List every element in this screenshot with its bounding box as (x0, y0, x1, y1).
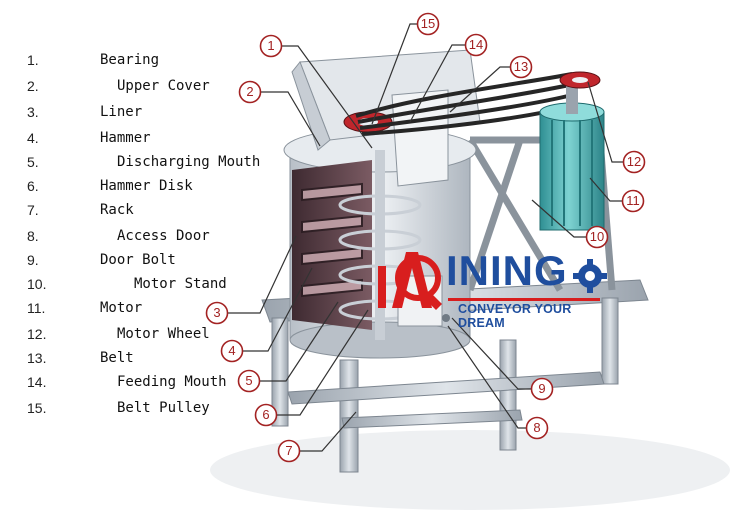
legend-number: 10. (27, 276, 47, 292)
callout-7: 7 (277, 439, 301, 463)
door-bolt (442, 314, 450, 322)
legend-number: 6. (27, 178, 39, 194)
legend-label: Door Bolt (100, 252, 176, 268)
legend-number: 9. (27, 252, 39, 268)
legend-label: Hammer Disk (100, 178, 193, 194)
legend-label: Motor (100, 300, 143, 316)
callout-ring-icon (416, 12, 440, 36)
callout-8: 8 (525, 416, 549, 440)
callout-number: 5 (245, 373, 253, 388)
callout-6: 6 (254, 403, 278, 427)
legend-label: Feeding Mouth (117, 374, 227, 390)
callout-9: 9 (530, 377, 554, 401)
callout-number: 7 (285, 443, 293, 458)
motor (539, 84, 605, 231)
legend-number: 4. (27, 130, 39, 146)
brand-wordmark: INING (446, 247, 568, 294)
callout-ring-icon (277, 439, 301, 463)
legend-label: Belt Pulley (117, 400, 210, 416)
callout-number: 3 (213, 305, 221, 320)
callout-ring-icon (205, 301, 229, 325)
callout-15: 15 (416, 12, 440, 36)
callout-ring-icon (530, 377, 554, 401)
logo-mark-icon (378, 252, 607, 310)
callout-ring-icon (621, 189, 645, 213)
legend-label: Access Door (117, 228, 210, 244)
callout-ring-icon (220, 339, 244, 363)
callout-number: 15 (420, 16, 436, 31)
callout-ring-icon (525, 416, 549, 440)
brand-tagline: CONVEYOR YOUR DREAM (458, 302, 572, 330)
legend-number: 14. (27, 374, 47, 390)
callout-number: 1 (267, 38, 275, 53)
callout-1: 1 (259, 34, 283, 58)
legend-number: 2. (27, 78, 39, 94)
legend-label: Motor Stand (134, 276, 227, 292)
legend-number: 1. (27, 52, 39, 68)
legend-label: Bearing (100, 52, 160, 68)
callout-ring-icon (237, 369, 261, 393)
legend-number: 15. (27, 400, 47, 416)
callout-ring-icon (622, 150, 646, 174)
callout-number: 10 (589, 229, 605, 244)
callout-ring-icon (238, 80, 262, 104)
callout-12: 12 (622, 150, 646, 174)
callout-5: 5 (237, 369, 261, 393)
legend-number: 7. (27, 202, 39, 218)
callout-10: 10 (585, 225, 609, 249)
callout-number: 8 (533, 420, 541, 435)
callout-number: 9 (538, 381, 546, 396)
legend-label: Rack (100, 202, 134, 218)
callout-number: 4 (228, 343, 236, 358)
legend-number: 5. (27, 154, 39, 170)
callout-3: 3 (205, 301, 229, 325)
legend-label: Liner (100, 104, 143, 120)
callout-2: 2 (238, 80, 262, 104)
callout-number: 6 (262, 407, 270, 422)
callout-ring-icon (259, 34, 283, 58)
callout-ring-icon (254, 403, 278, 427)
legend-number: 3. (27, 104, 39, 120)
legend-label: Discharging Mouth (117, 154, 261, 170)
brand-logo: INING CONVEYOR YOUR DREAM (378, 244, 610, 330)
callout-number: 11 (626, 193, 640, 208)
callout-number: 12 (626, 154, 642, 169)
legend-label: Upper Cover (117, 78, 210, 94)
callout-13: 13 (509, 55, 533, 79)
legend-number: 13. (27, 350, 47, 366)
legend-number: 11. (27, 300, 46, 316)
motor-wheel (559, 71, 601, 89)
callout-number: 2 (246, 84, 254, 99)
legend-label: Hammer (100, 130, 151, 146)
callout-14: 14 (464, 33, 488, 57)
callout-ring-icon (585, 225, 609, 249)
legend-label: Motor Wheel (117, 326, 210, 342)
callout-ring-icon (464, 33, 488, 57)
callout-number: 14 (468, 37, 484, 52)
callout-4: 4 (220, 339, 244, 363)
callout-number: 13 (513, 59, 529, 74)
legend-number: 8. (27, 228, 39, 244)
callout-ring-icon (509, 55, 533, 79)
legend-label: Belt (100, 350, 134, 366)
legend-number: 12. (27, 326, 47, 342)
callout-11: 11 (621, 189, 645, 213)
